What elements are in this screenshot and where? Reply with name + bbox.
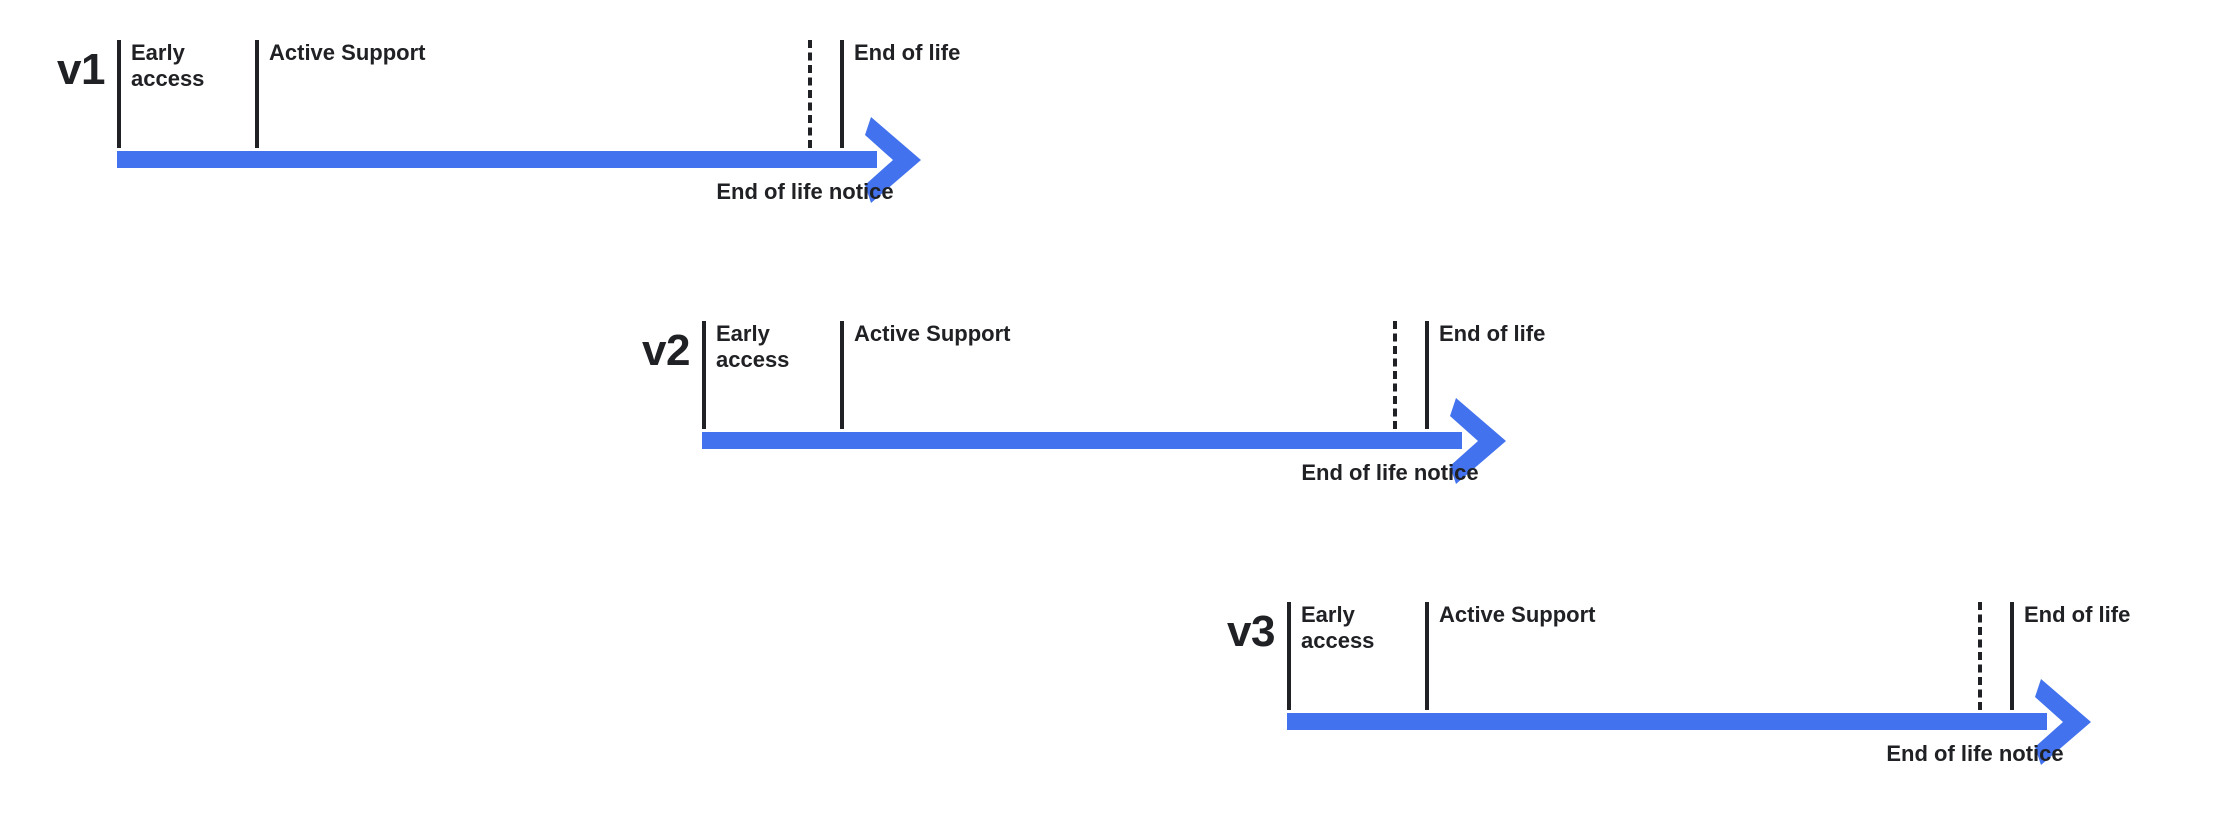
- version-label-v1: v1: [57, 45, 105, 94]
- timeline-bar: [702, 432, 1462, 449]
- label-end-of-life-notice: End of life notice: [1886, 741, 2064, 766]
- label-active-support: Active Support: [269, 40, 426, 65]
- timeline-arrow-head-icon: [1450, 398, 1506, 489]
- label-end-of-life: End of life: [854, 40, 961, 65]
- tick-start: [117, 40, 121, 148]
- version-label-v3: v3: [1227, 607, 1275, 656]
- label-active-support: Active Support: [1439, 602, 1596, 627]
- timeline-bar: [1287, 713, 2047, 730]
- label-early-access: Early access: [1301, 602, 1375, 653]
- tick-early-access-end: [255, 40, 259, 148]
- tick-early-access-end: [1425, 602, 1429, 710]
- label-end-of-life-notice: End of life notice: [716, 179, 894, 204]
- tick-end-of-life: [2010, 602, 2014, 710]
- tick-end-of-life-notice: [808, 40, 812, 148]
- tick-end-of-life-notice: [1978, 602, 1982, 710]
- tick-end-of-life-notice: [1393, 321, 1397, 429]
- tick-start: [1287, 602, 1291, 710]
- tick-end-of-life: [840, 40, 844, 148]
- tick-early-access-end: [840, 321, 844, 429]
- label-end-of-life: End of life: [2024, 602, 2131, 627]
- timeline-arrow-head-icon: [865, 117, 921, 208]
- tick-start: [702, 321, 706, 429]
- timeline-arrow-head-icon: [2035, 679, 2091, 770]
- label-active-support: Active Support: [854, 321, 1011, 346]
- label-end-of-life-notice: End of life notice: [1301, 460, 1479, 485]
- timeline-bar: [117, 151, 877, 168]
- label-end-of-life: End of life: [1439, 321, 1546, 346]
- label-early-access: Early access: [716, 321, 790, 372]
- tick-end-of-life: [1425, 321, 1429, 429]
- version-label-v2: v2: [642, 326, 690, 375]
- label-early-access: Early access: [131, 40, 205, 91]
